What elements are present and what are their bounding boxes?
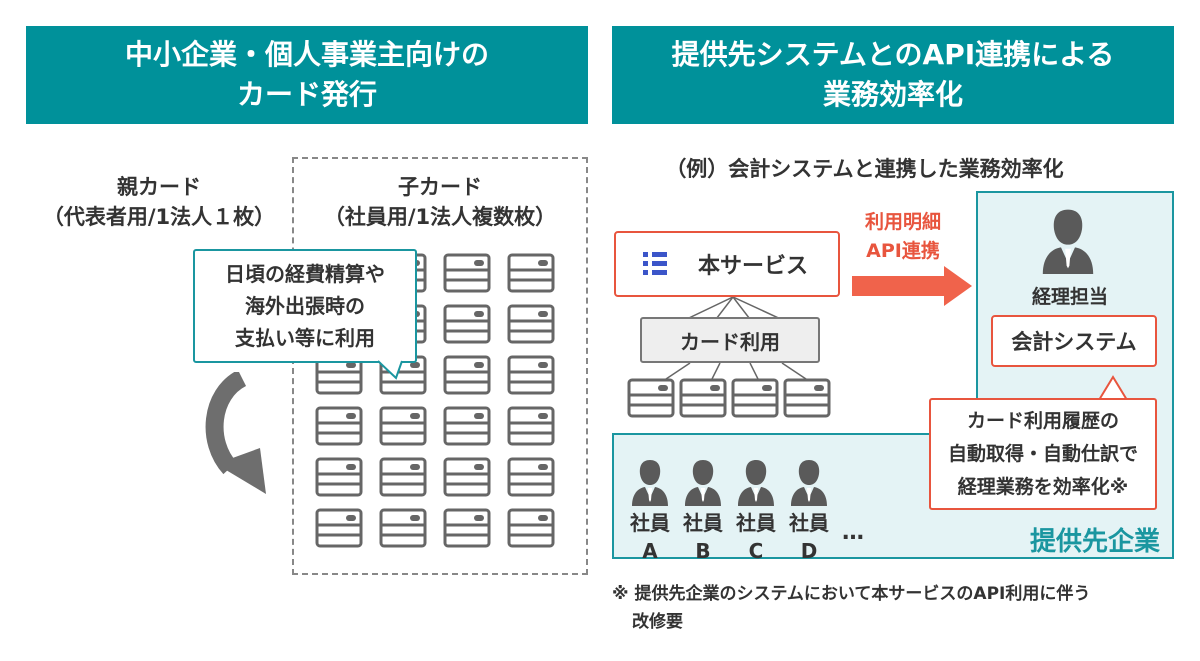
employees-ellipsis: … [842, 520, 864, 545]
child-card-title-text: 子カード [398, 175, 482, 199]
right-banner: 提供先システムとのAPI連携による 業務効率化 [612, 26, 1174, 124]
credit-card-icon [443, 457, 491, 497]
credit-card-icon [731, 378, 779, 418]
left-callout-line2: 海外出張時の [245, 294, 365, 318]
employee-d-label: 社員 D [779, 509, 839, 565]
api-arrow-label: 利用明細 API連携 [846, 208, 960, 266]
credit-card-icon [315, 457, 363, 497]
credit-card-icon [627, 378, 675, 418]
credit-card-icon [507, 508, 555, 548]
credit-card-icon [379, 457, 427, 497]
employee-a-line1: 社員 [630, 511, 670, 535]
right-callout: カード利用履歴の 自動取得・自動仕訳で 経理業務を効率化※ [929, 398, 1157, 510]
credit-card-icon [315, 508, 363, 548]
service-name: 本サービス [698, 254, 809, 279]
company-label: 提供先企業 [1029, 527, 1160, 557]
footnote: ※ 提供先企業のシステムにおいて本サービスのAPI利用に伴う 改修要 [612, 580, 1174, 636]
employee-a-line2: A [642, 539, 658, 563]
credit-card-icon [443, 253, 491, 293]
example-title: （例）会計システムと連携した業務効率化 [665, 157, 1064, 181]
credit-card-icon [443, 406, 491, 446]
curved-arrow-icon [205, 372, 266, 494]
right-callout-line1: カード利用履歴の [966, 409, 1119, 432]
credit-card-icon [315, 406, 363, 446]
person-icon [789, 456, 829, 506]
employee-c-line2: C [748, 539, 764, 563]
employee-c-label: 社員 C [726, 509, 786, 565]
credit-card-icon [507, 457, 555, 497]
parent-card-label: 親カード （代表者用/1法人１枚） [26, 172, 292, 232]
employee-a-label: 社員 A [620, 509, 680, 565]
child-card-subtitle: （社員用/1法人複数枚） [323, 205, 557, 229]
card-use-box: カード利用 [640, 317, 820, 363]
employee-d-line1: 社員 [789, 511, 829, 535]
left-banner: 中小企業・個人事業主向けの カード発行 [26, 26, 588, 124]
employee-b-line2: B [695, 539, 711, 563]
credit-card-icon [443, 304, 491, 344]
person-icon [683, 456, 723, 506]
right-callout-line3: 経理業務を効率化※ [957, 475, 1129, 498]
api-arrow-line1: 利用明細 [864, 211, 941, 233]
footnote-line2: 改修要 [632, 612, 683, 632]
right-banner-line2: 業務効率化 [822, 78, 963, 111]
employee-c-line1: 社員 [736, 511, 776, 535]
person-icon [1040, 204, 1096, 274]
credit-card-icon [443, 355, 491, 395]
credit-card-icon [507, 304, 555, 344]
left-callout: 日頃の経費精算や 海外出張時の 支払い等に利用 [193, 249, 417, 363]
credit-card-icon [379, 406, 427, 446]
right-arrow-icon [852, 266, 972, 306]
credit-card-icon [783, 378, 831, 418]
left-callout-line3: 支払い等に利用 [235, 326, 375, 350]
person-icon [736, 456, 776, 506]
footnote-line1: ※ 提供先企業のシステムにおいて本サービスのAPI利用に伴う [612, 584, 1091, 604]
service-box: 本サービス [614, 231, 840, 297]
employee-b-label: 社員 B [673, 509, 733, 565]
credit-card-icon [507, 406, 555, 446]
left-banner-line2: カード発行 [236, 78, 377, 111]
left-callout-pointer [377, 360, 403, 380]
accounting-system-label: 会計システム [1011, 330, 1137, 354]
service-logo-icon [643, 252, 667, 275]
credit-card-icon [679, 378, 727, 418]
credit-card-icon [507, 253, 555, 293]
left-callout-line1: 日頃の経費精算や [225, 262, 385, 286]
child-card-area [292, 157, 588, 575]
credit-card-icon [379, 508, 427, 548]
accountant-label: 経理担当 [1031, 286, 1108, 308]
accounting-system-box: 会計システム [991, 315, 1157, 367]
api-arrow-line2: API連携 [866, 240, 940, 262]
right-callout-pointer [1098, 375, 1128, 400]
right-banner-line1: 提供先システムとのAPI連携による [671, 38, 1115, 71]
parent-card-title: 親カード [117, 175, 201, 199]
employee-d-line2: D [800, 539, 818, 563]
credit-card-icon [507, 355, 555, 395]
employee-b-line1: 社員 [683, 511, 723, 535]
child-card-label-text: 子カード （社員用/1法人複数枚） [296, 172, 584, 232]
left-banner-line1: 中小企業・個人事業主向けの [124, 38, 489, 71]
credit-card-icon [443, 508, 491, 548]
right-callout-line2: 自動取得・自動仕訳で [947, 442, 1138, 465]
parent-card-subtitle: （代表者用/1法人１枚） [42, 205, 276, 229]
person-icon [630, 456, 670, 506]
